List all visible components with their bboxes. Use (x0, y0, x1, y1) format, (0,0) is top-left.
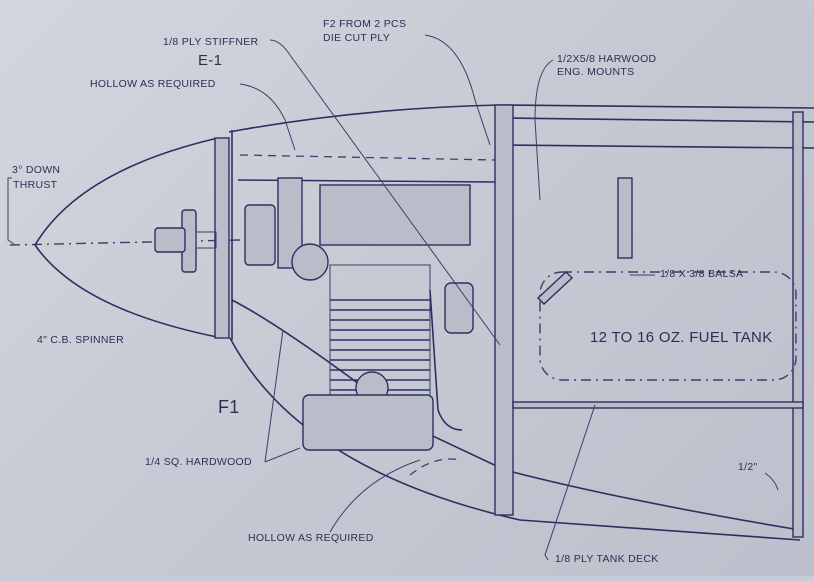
thrust-bracket (7, 177, 15, 245)
leader-mounts (534, 59, 554, 201)
fuel-tank-outline (539, 271, 797, 381)
engine-mount-block (319, 184, 471, 246)
hollow-line-top (239, 154, 496, 161)
leader-half-inch (764, 472, 779, 491)
tank-deck (512, 401, 804, 409)
label-balsa: 1/8 X 3/8 BALSA (660, 268, 743, 280)
label-fuel-tank: 12 TO 16 OZ. FUEL TANK (590, 329, 773, 346)
needle-valve-housing (291, 243, 329, 281)
spinner-backplate (214, 137, 230, 339)
leader-hollow-top (239, 83, 296, 151)
engine-mount-bracket (444, 282, 474, 334)
leader-f2 (424, 34, 491, 146)
top-stringers (499, 117, 814, 149)
engine (244, 177, 633, 451)
fuselage-top (228, 104, 814, 133)
prop-nut (154, 227, 186, 253)
mount-line (237, 179, 496, 183)
leader-hollow-bottom (329, 459, 421, 533)
label-half-inch: 1/2" (738, 461, 758, 473)
hollow-line-bottom (409, 458, 461, 476)
rear-bulkhead (792, 111, 804, 538)
spinner (34, 137, 230, 339)
label-mounts-line2: ENG. MOUNTS (557, 66, 634, 78)
leader-hardwood (264, 329, 301, 463)
engine-front-housing (244, 204, 276, 266)
label-f1: F1 (218, 397, 240, 417)
label-hardwood: 1/4 SQ. HARDWOOD (145, 456, 252, 468)
spinner-outline (34, 137, 223, 339)
fuselage-bottom (229, 337, 801, 541)
label-f2-line1: F2 FROM 2 PCS (323, 18, 406, 30)
label-e1: E-1 (198, 52, 222, 69)
label-thrust-line2: THRUST (13, 179, 58, 191)
label-ply-stiffner: 1/8 PLY STIFFNER (163, 36, 259, 48)
label-mounts-line1: 1/2X5/8 HARWOOD (557, 53, 657, 65)
tank-stop (617, 177, 633, 259)
thrust-centerline (9, 239, 241, 246)
exhaust-pipe (429, 289, 463, 431)
leader-tank-deck (544, 404, 596, 561)
crankcase (302, 394, 434, 451)
firewall-f2 (494, 104, 514, 516)
label-hollow-bottom: HOLLOW AS REQUIRED (248, 532, 374, 544)
label-f2-line2: DIE CUT PLY (323, 32, 390, 44)
label-hollow-top: HOLLOW AS REQUIRED (90, 78, 216, 90)
leader-stiffner (269, 39, 501, 346)
label-thrust-line1: 3° DOWN (12, 164, 60, 176)
tank-vent (536, 271, 574, 305)
label-spinner: 4" C.B. SPINNER (37, 334, 124, 346)
prop-shaft (195, 231, 217, 249)
label-tank-deck: 1/8 PLY TANK DECK (555, 553, 659, 565)
